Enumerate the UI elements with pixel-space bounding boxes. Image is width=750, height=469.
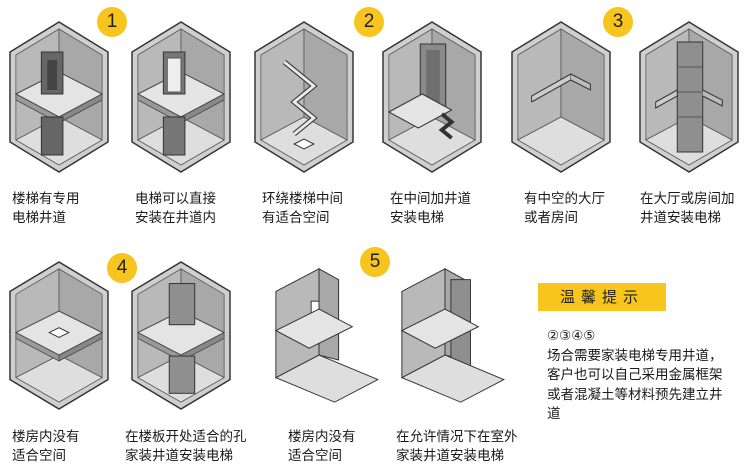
tip-line: ②③④⑤ [547,328,596,344]
diagram-5a [274,268,379,403]
diagram-1a [9,21,109,173]
step-badge-3: 3 [603,7,633,37]
step-badge-4: 4 [107,253,137,283]
diagram-4a [9,261,109,410]
caption-1a: 楼梯有专用电梯井道 [12,191,80,226]
caption-4b: 在楼板开处适合的孔家装井道安装电梯 [125,429,247,464]
caption-1b: 电梯可以直接安装在井道内 [135,191,216,226]
diagram-3a [511,21,611,173]
caption-4a: 楼房内没有适合空间 [12,429,80,464]
caption-5b: 在允许情况下在室外家装井道安装电梯 [396,429,518,464]
diagram-5b [400,268,505,403]
tip-title: 温馨提示 [538,283,666,311]
diagram-1b [131,21,231,173]
diagram-2b [382,21,482,173]
step-badge-1: 1 [97,7,127,37]
tip-line: 客户也可以自己采用金属框架 [547,367,723,383]
caption-2a: 环绕楼梯中间有适合空间 [262,191,343,226]
tip-line: 或者混凝土等材料预先建立井 [547,386,723,403]
caption-2b: 在中间加井道安装电梯 [390,191,471,226]
tip-body: ②③④⑤ 场合需要家装电梯专用井道， 客户也可以自己采用金属框架 或者混凝土等材… [547,327,723,425]
diagram-2a [254,21,354,173]
caption-5a: 楼房内没有适合空间 [288,429,356,464]
caption-3b: 在大厅或房间加井道安装电梯 [640,191,735,226]
tip-line: 场合需要家装电梯专用井道， [547,347,723,364]
tip-line: 道 [547,406,561,422]
diagram-3b [639,21,739,173]
diagram-4b [131,261,231,410]
step-badge-2: 2 [354,7,384,37]
caption-3a: 有中空的大厅或者房间 [524,191,605,226]
step-badge-5: 5 [360,247,390,277]
